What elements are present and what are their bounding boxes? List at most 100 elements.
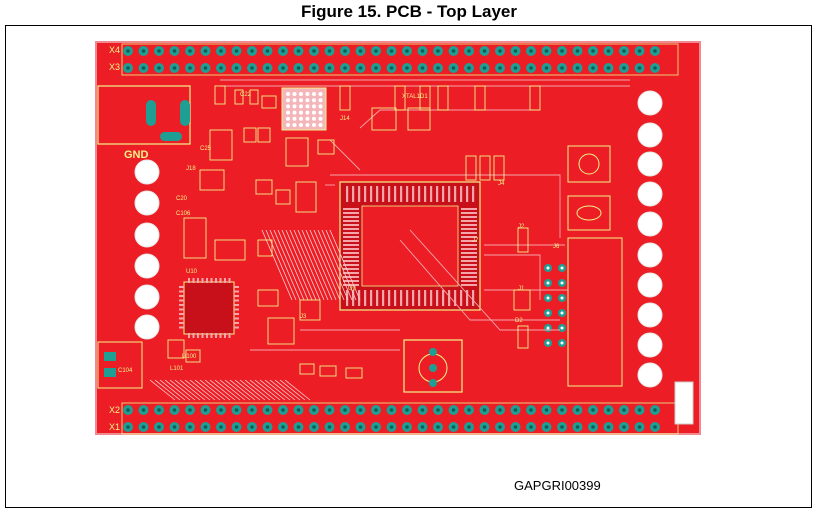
push-button-2 — [567, 195, 611, 231]
right-big-pad — [637, 151, 663, 177]
component-outline — [275, 189, 291, 205]
component-outline — [199, 169, 225, 191]
gnd-label: GND — [124, 149, 149, 161]
right-big-pad — [637, 332, 663, 358]
header-label-x2: X2 — [109, 405, 120, 415]
component-outline — [394, 85, 406, 111]
led-board-edge — [674, 381, 694, 425]
component-outline — [319, 365, 337, 377]
left-big-pad — [134, 314, 160, 340]
component-outline — [257, 289, 279, 307]
component-outline — [419, 85, 431, 111]
component-outline — [243, 127, 257, 143]
center-bottom-component — [403, 339, 463, 393]
ic-u10 — [179, 278, 239, 338]
left-big-pad — [134, 253, 160, 279]
component-outline — [209, 129, 233, 161]
trace-fan-region — [149, 229, 361, 401]
component-label: J1 — [518, 286, 525, 292]
left-pad-column — [134, 159, 160, 340]
right-big-pad — [637, 181, 663, 207]
component-outline — [249, 89, 259, 105]
left-big-pad — [134, 284, 160, 310]
mcu-u9 — [339, 181, 481, 311]
component-outline — [479, 155, 491, 181]
right-big-pad — [637, 90, 663, 116]
component-outline — [257, 239, 273, 257]
component-outline — [214, 85, 226, 105]
right-big-pad — [637, 242, 663, 268]
component-outline — [345, 367, 363, 379]
left-big-pad — [134, 222, 160, 248]
component-outline — [493, 155, 505, 181]
component-outline — [529, 85, 541, 111]
small-components — [167, 85, 541, 379]
component-outline — [299, 363, 315, 375]
component-label: U100 — [182, 354, 197, 360]
power-jack-pad-3 — [160, 132, 182, 141]
component-outline — [285, 137, 309, 167]
component-label: C25 — [200, 146, 212, 152]
right-connector-outline — [567, 237, 623, 387]
component-outline — [234, 89, 244, 105]
component-label: J2 — [518, 224, 525, 230]
component-label: XTAL1 — [402, 94, 421, 100]
figure-frame — [5, 25, 812, 508]
component-outline — [167, 339, 185, 359]
component-label: J18 — [186, 166, 196, 172]
component-outline — [517, 227, 529, 253]
component-outline — [299, 299, 321, 321]
component-outline — [185, 349, 201, 363]
usb-connector — [97, 341, 143, 389]
right-big-pad — [637, 272, 663, 298]
component-outline — [261, 95, 277, 109]
header-label-x4: X4 — [109, 45, 120, 55]
component-label: C20 — [176, 196, 188, 202]
power-jack-pad-1 — [146, 100, 156, 126]
component-label: L101 — [170, 366, 184, 372]
component-outline — [517, 325, 529, 349]
header-x2-x1 — [121, 402, 679, 435]
power-jack-pad-2 — [180, 100, 190, 126]
component-label: J6 — [553, 244, 560, 250]
figure-title: Figure 15. PCB - Top Layer — [300, 2, 517, 21]
left-big-pad — [134, 159, 160, 185]
component-outline — [465, 155, 477, 181]
component-outline — [214, 239, 246, 261]
component-outline — [255, 179, 273, 195]
header-label-x1: X1 — [109, 422, 120, 432]
figure-code: GAPGRI00399 — [514, 478, 601, 493]
component-outline — [317, 139, 335, 155]
component-outline — [407, 107, 431, 131]
component-label: C22 — [240, 92, 252, 98]
component-label: C106 — [176, 211, 191, 217]
right-big-pad — [637, 211, 663, 237]
left-big-pad — [134, 190, 160, 216]
bga-chip — [281, 87, 327, 131]
right-big-pad — [637, 302, 663, 328]
component-outline — [295, 181, 317, 213]
component-outline — [474, 85, 486, 111]
component-label: J7 — [472, 238, 479, 244]
component-label: J14 — [340, 116, 350, 122]
component-label: C104 — [118, 368, 133, 374]
component-outline — [371, 107, 397, 131]
component-label: J3 — [300, 314, 307, 320]
component-outline — [267, 317, 295, 345]
component-label: J4 — [498, 181, 505, 187]
component-label: U9 — [348, 286, 356, 292]
component-label: U10 — [186, 269, 198, 275]
component-label: D1 — [420, 94, 428, 100]
header-x4-x3 — [121, 43, 679, 76]
right-big-pad — [637, 362, 663, 388]
component-label: D2 — [515, 318, 523, 324]
component-outline — [183, 217, 207, 259]
right-big-pad — [637, 122, 663, 148]
component-outline — [339, 85, 351, 111]
right-pad-column — [637, 90, 663, 388]
component-outline — [437, 85, 449, 111]
push-button-1 — [567, 145, 611, 183]
component-outline — [257, 127, 271, 143]
